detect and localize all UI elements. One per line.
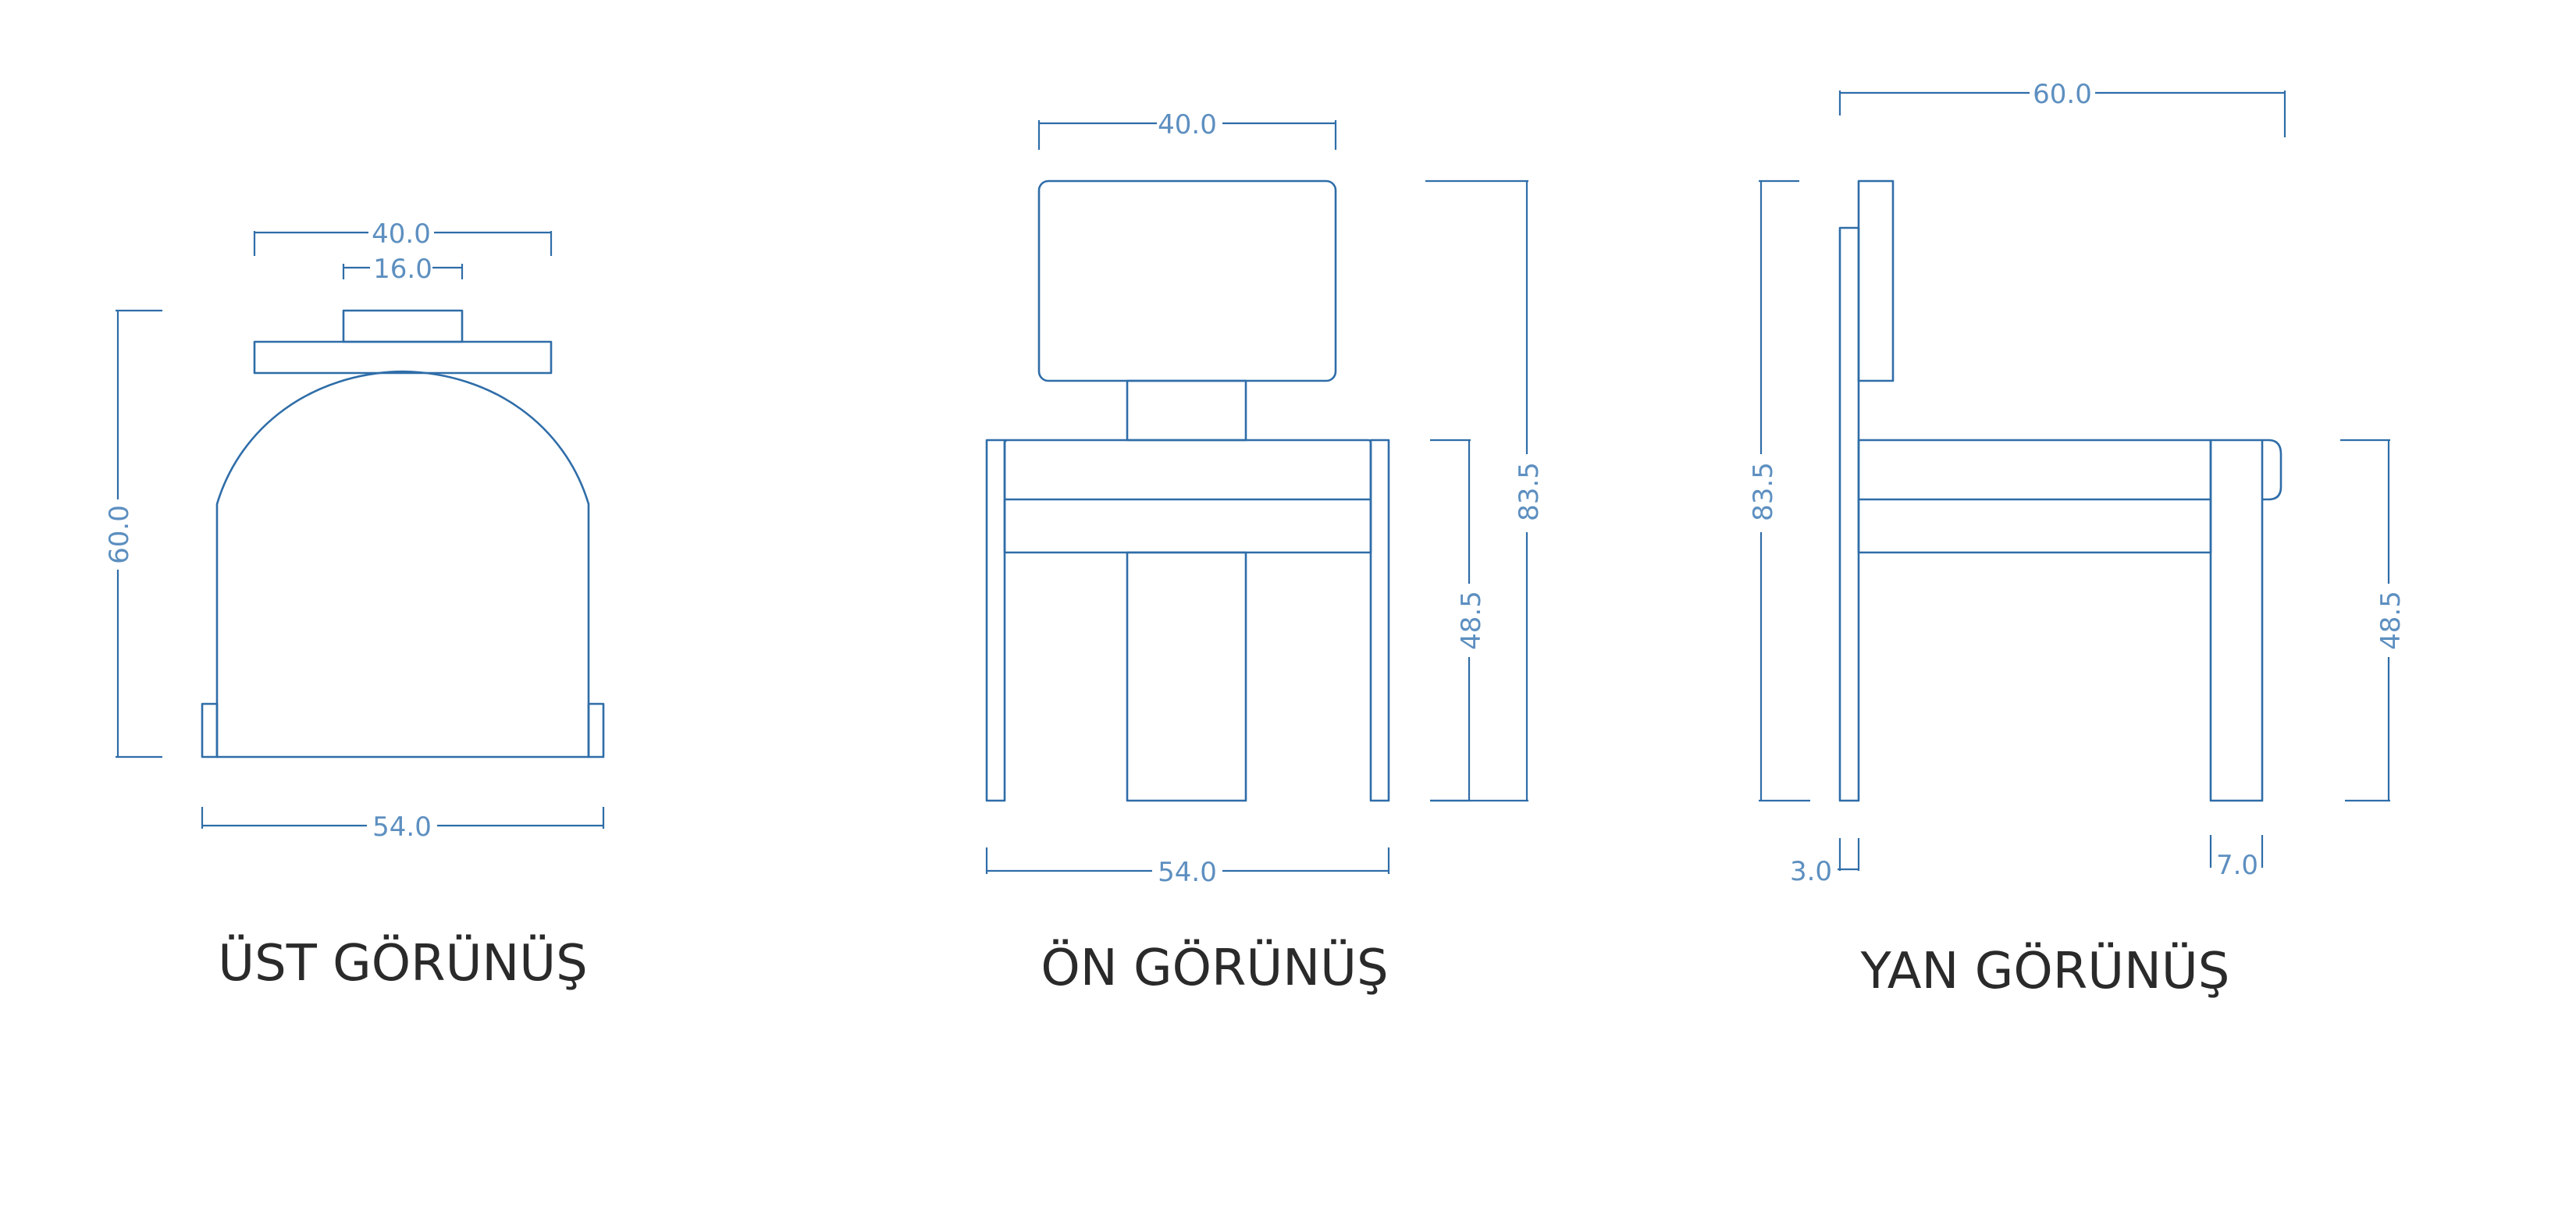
side-view-dim-48-5-label: 48.5: [2375, 591, 2407, 650]
side-view-back-leg: [1838, 226, 1860, 802]
top-view-dim-60-label: 60.0: [104, 505, 135, 564]
side-view-dim-60-label: 60.0: [2033, 79, 2092, 110]
front-view-rear-support: [1126, 551, 1247, 802]
side-view-dim-7: 7.0: [2209, 835, 2264, 881]
front-view-dim-54-label: 54.0: [1158, 857, 1217, 888]
side-view-seat: [1857, 439, 2212, 554]
top-view-dim-40-label: 40.0: [372, 218, 431, 250]
side-view-title: YAN GÖRÜNÜŞ: [1860, 942, 2230, 1000]
side-view-dim-7-label: 7.0: [2216, 850, 2258, 881]
top-view-chair-outline: [201, 309, 605, 758]
front-view-dim-48-5-label: 48.5: [1456, 591, 1487, 650]
front-view: 40.0 83.5 48.5 54.0 ÖN GÖRÜNÜŞ: [985, 109, 1545, 997]
side-view-front-leg: [2209, 439, 2264, 802]
front-view-back-post: [1126, 379, 1247, 442]
front-view-backrest: [1037, 179, 1337, 382]
front-view-dim-48-5: 48.5: [1430, 439, 1487, 802]
side-view-dim-3: 3.0: [1790, 838, 1860, 887]
front-view-dim-40: 40.0: [1037, 109, 1337, 150]
top-view-seat: [215, 370, 590, 758]
top-view-dim-16: 16.0: [342, 254, 464, 285]
front-view-right-leg: [1369, 439, 1390, 802]
side-view-backrest: [1857, 179, 1895, 382]
top-view-dim-40: 40.0: [253, 218, 553, 256]
top-view-left-leg: [201, 702, 219, 758]
front-view-dim-54: 54.0: [985, 847, 1390, 888]
side-view-seat-edge: [2262, 439, 2282, 501]
top-view-dim-16-label: 16.0: [373, 254, 432, 285]
front-view-dim-40-label: 40.0: [1158, 109, 1217, 140]
side-view-dim-3-label: 3.0: [1790, 856, 1832, 887]
top-view-back-block: [342, 309, 464, 343]
top-view-dim-60: 60.0: [104, 309, 162, 758]
front-view-seat: [1003, 439, 1372, 554]
front-view-title: ÖN GÖRÜNÜŞ: [1041, 939, 1388, 997]
side-view-dim-60: 60.0: [1838, 79, 2286, 137]
top-view-backrest-bar: [253, 340, 553, 375]
top-view: 40.0 16.0 60.0 54.0 ÜST GÖRÜNÜŞ: [104, 218, 605, 993]
side-view: 60.0 83.5 48.5 3.0 7.0 YAN GÖRÜNÜŞ: [1748, 79, 2407, 1000]
side-view-chair-outline: [1838, 179, 2282, 802]
top-view-dim-54: 54.0: [201, 807, 605, 843]
front-view-dim-83-5: 83.5: [1425, 179, 1545, 802]
front-view-left-leg: [985, 439, 1006, 802]
top-view-title: ÜST GÖRÜNÜŞ: [218, 934, 588, 993]
side-view-dim-48-5: 48.5: [2340, 439, 2407, 802]
top-view-dim-54-label: 54.0: [372, 812, 432, 843]
side-view-dim-83-5: 83.5: [1748, 179, 1810, 802]
top-view-right-leg: [587, 702, 605, 758]
front-view-dim-83-5-label: 83.5: [1514, 462, 1545, 521]
front-view-chair-outline: [985, 179, 1390, 802]
side-view-dim-83-5-label: 83.5: [1748, 462, 1779, 521]
